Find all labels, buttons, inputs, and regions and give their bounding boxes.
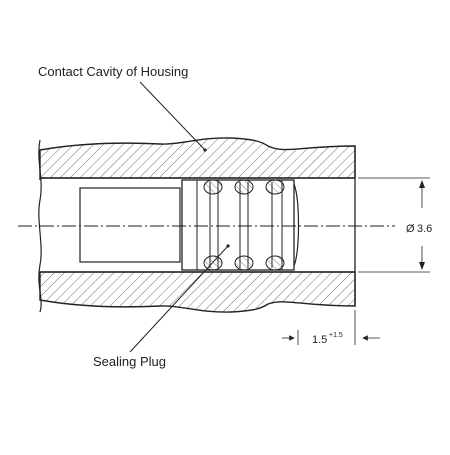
- housing-lower-wall: [39, 271, 356, 313]
- diameter-value: 3.6: [417, 223, 432, 235]
- label-housing: Contact Cavity of Housing: [38, 64, 188, 79]
- depth-tolerance: +1.5: [329, 332, 343, 339]
- depth-dimension: 1.5 +1.5: [282, 310, 380, 346]
- leader-plug: [129, 245, 229, 353]
- housing-upper-wall: [39, 137, 356, 180]
- leader-housing: [139, 81, 206, 151]
- label-plug: Sealing Plug: [93, 354, 166, 369]
- contact-pin-body: [79, 187, 181, 263]
- break-line-left: [38, 139, 42, 313]
- sealing-plug: [181, 179, 300, 271]
- depth-value: 1.5: [312, 334, 327, 346]
- diameter-dimension: Ø 3.6: [358, 177, 432, 273]
- diameter-symbol: Ø: [406, 223, 415, 235]
